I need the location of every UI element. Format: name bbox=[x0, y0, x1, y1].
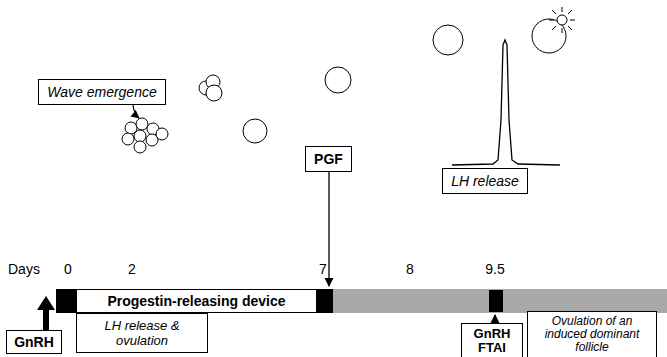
node-text: LH release bbox=[451, 173, 519, 189]
event-box: LH release bbox=[442, 168, 528, 194]
node-text: Wave emergence bbox=[47, 84, 156, 100]
treatment-box: GnRH bbox=[6, 330, 62, 354]
day-number: 7 bbox=[319, 261, 327, 277]
node-text: LH release & ovulation bbox=[81, 318, 203, 348]
event-box: LH release & ovulation bbox=[76, 313, 208, 353]
ovulation-burst bbox=[549, 7, 575, 33]
day-marker bbox=[317, 289, 333, 313]
day-number: 8 bbox=[406, 261, 414, 277]
treatment-box: PGF bbox=[305, 146, 352, 172]
node-text: PGF bbox=[314, 151, 343, 167]
day-number: 2 bbox=[128, 261, 136, 277]
device-bar: Progestin-releasing device bbox=[76, 289, 317, 313]
node-text: Ovulation of an induced dominant follicl… bbox=[531, 315, 653, 354]
gnrh-arrow bbox=[37, 296, 55, 330]
day-number: 9.5 bbox=[485, 261, 504, 277]
day-marker bbox=[489, 290, 503, 312]
dominant-follicle bbox=[243, 19, 566, 143]
day-marker bbox=[56, 289, 76, 313]
axis-title: Days bbox=[8, 261, 40, 277]
node-text: Progestin-releasing device bbox=[107, 293, 285, 309]
timeline-bar bbox=[60, 289, 667, 313]
treatment-box: GnRH FTAI bbox=[461, 323, 523, 357]
node-text: GnRH FTAI bbox=[465, 327, 519, 355]
wave-arrow bbox=[133, 105, 139, 118]
follicle-cluster bbox=[199, 75, 222, 101]
node-text: GnRH bbox=[14, 334, 54, 350]
ftai-arrow bbox=[494, 315, 495, 323]
event-box: Ovulation of an induced dominant follicl… bbox=[527, 311, 657, 357]
follicle-cluster bbox=[122, 118, 168, 153]
day-number: 0 bbox=[64, 261, 72, 277]
pgf-arrow bbox=[328, 172, 329, 286]
lh-surge-curve bbox=[452, 40, 560, 165]
event-box: Wave emergence bbox=[38, 79, 166, 105]
